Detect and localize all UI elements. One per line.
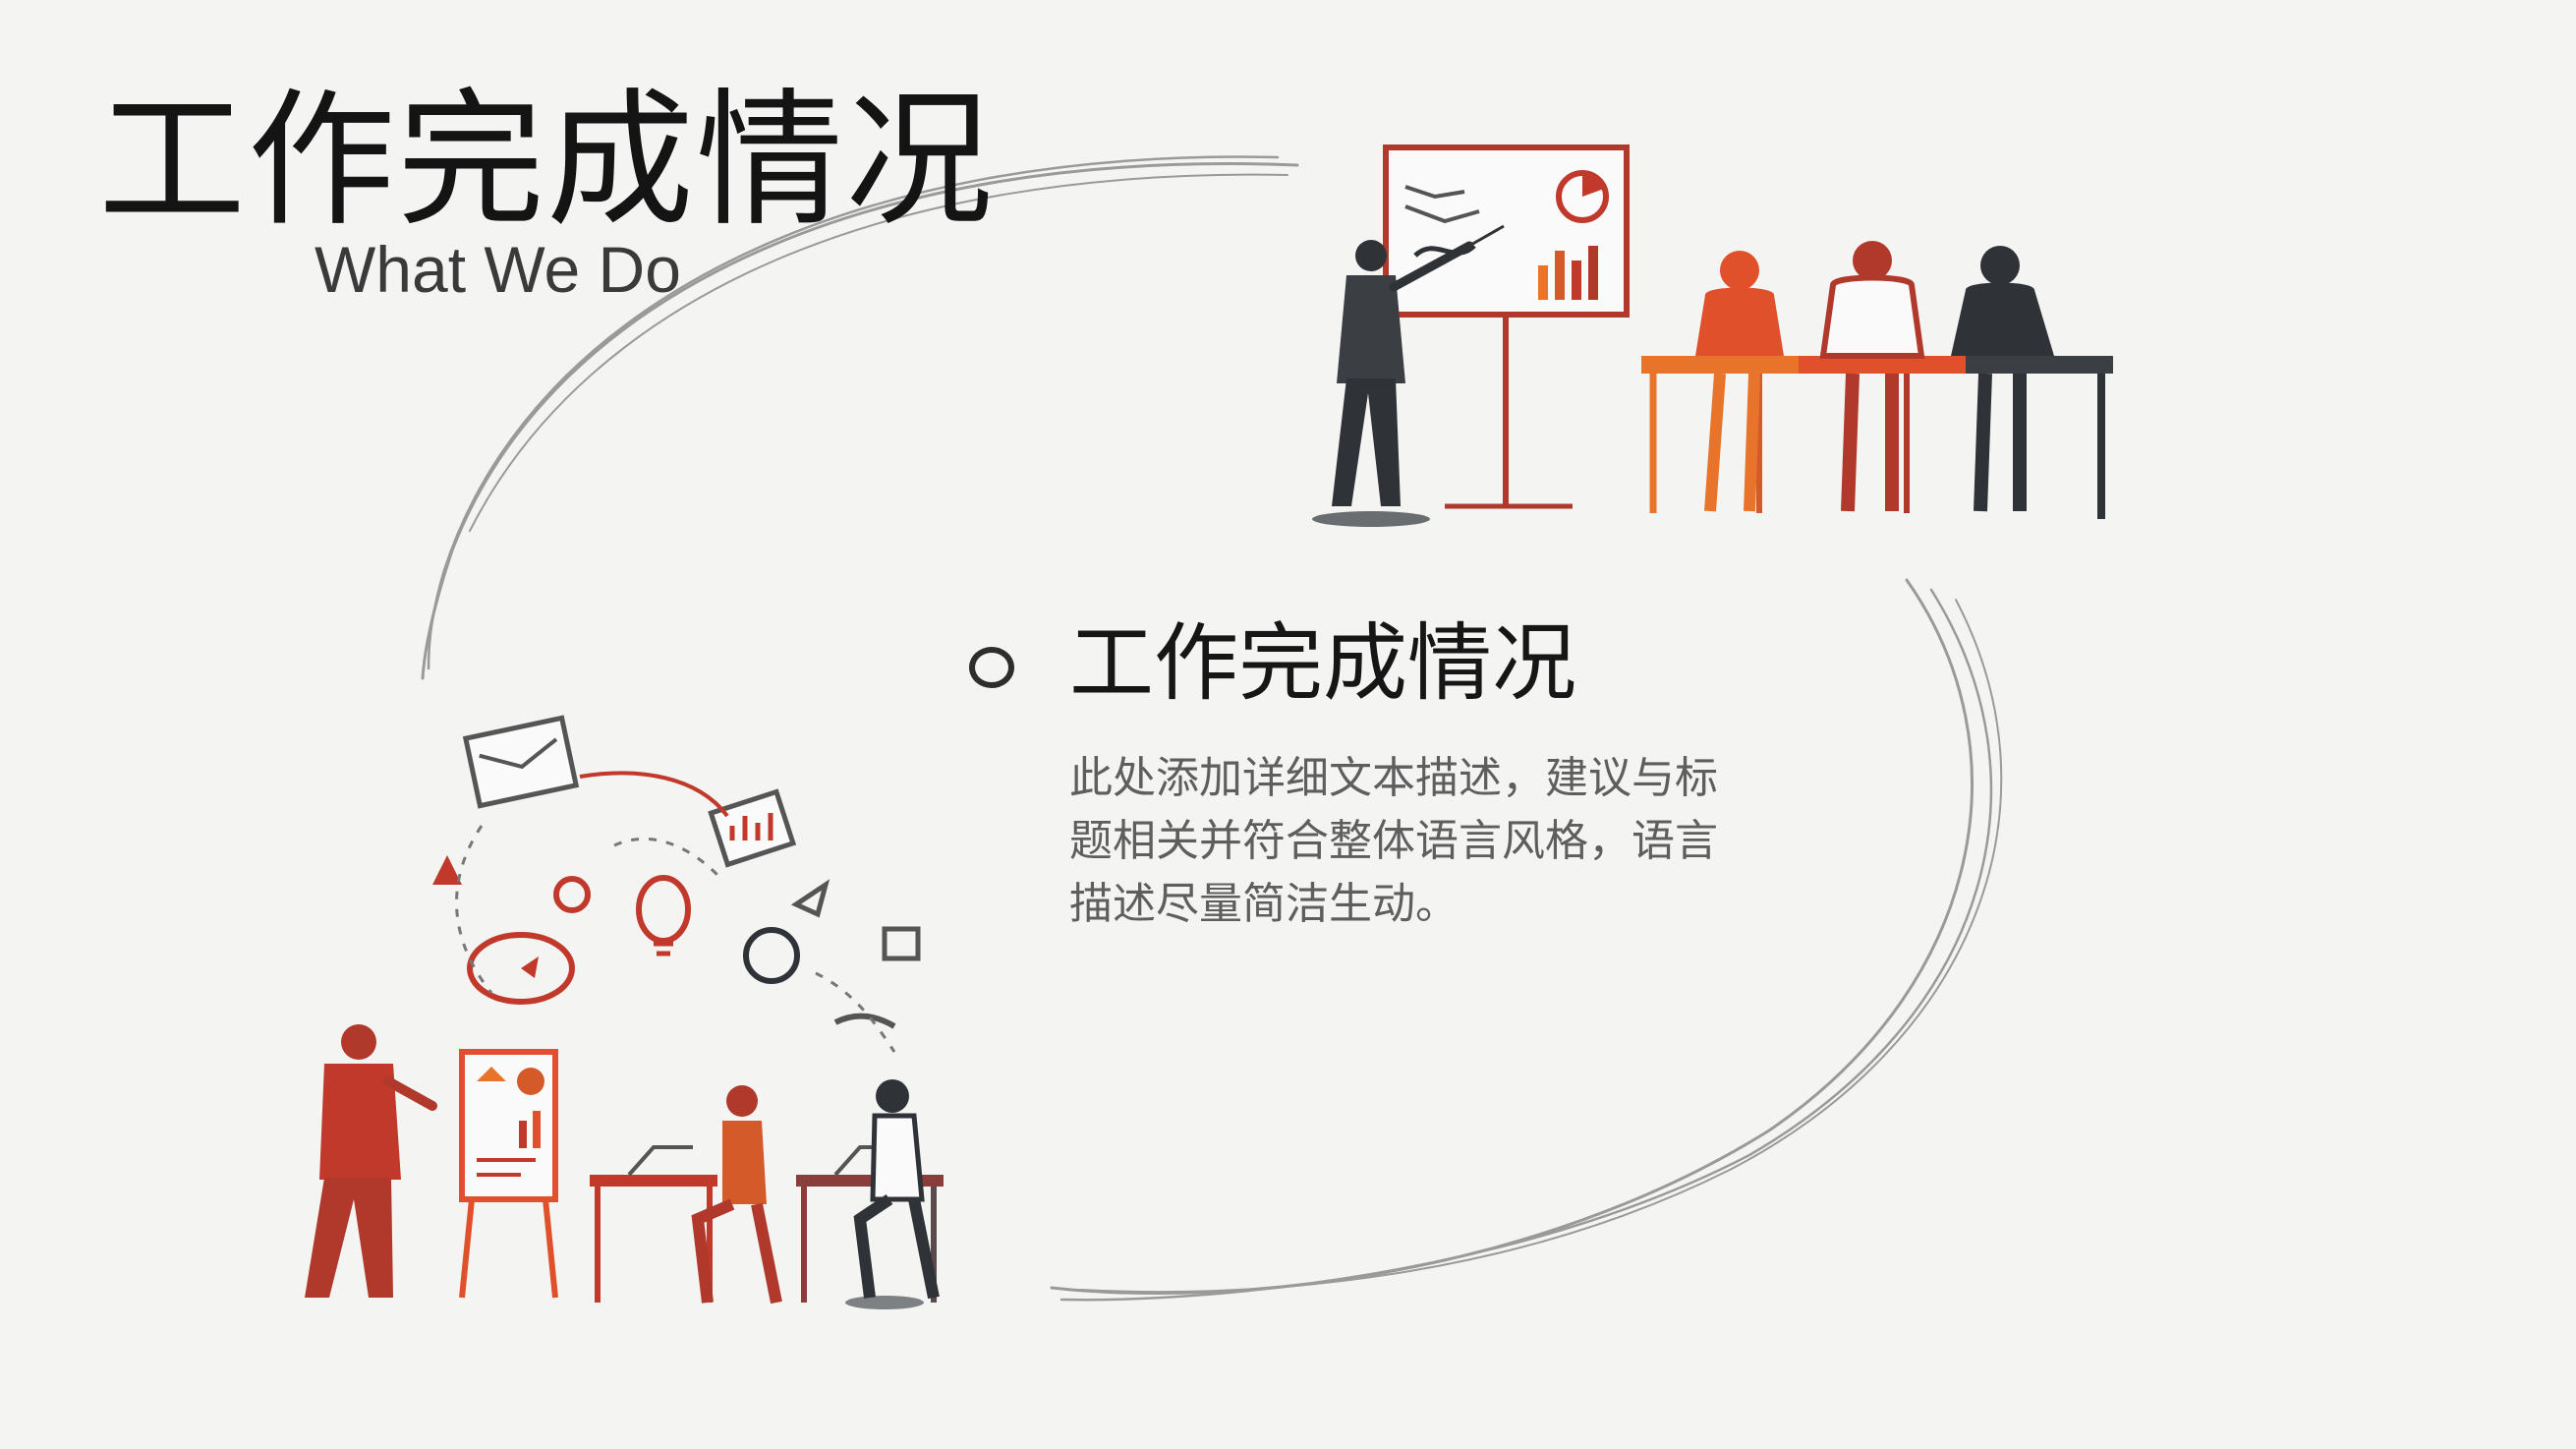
ring-bullet-icon	[969, 647, 1014, 688]
page-title: 工作完成情况	[98, 76, 996, 247]
section-title: 工作完成情况	[1069, 614, 1576, 713]
presentation-illustration	[1312, 145, 2113, 527]
brainstorm-illustration	[305, 715, 944, 1309]
section-description: 此处添加详细文本描述，建议与标题相关并符合整体语言风格，语言描述尽量简洁生动。	[1069, 753, 1718, 929]
page-subtitle: What We Do	[315, 233, 681, 306]
